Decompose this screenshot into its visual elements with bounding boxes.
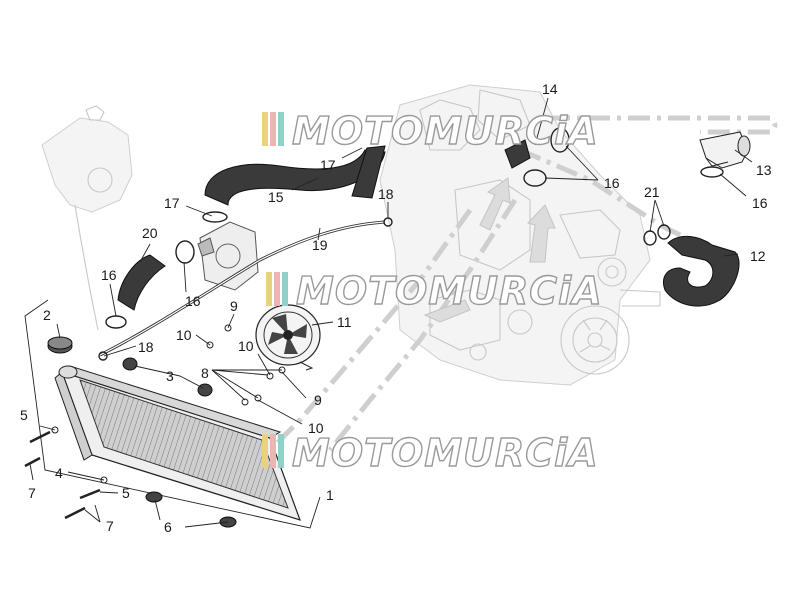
watermark-text-top: MOTOMURCiA <box>292 109 599 153</box>
callout-7b: 7 <box>106 518 114 534</box>
callout-13: 13 <box>756 162 772 178</box>
callout-16c: 16 <box>604 175 620 191</box>
callout-4: 4 <box>55 465 63 481</box>
callout-14: 14 <box>542 81 558 97</box>
callout-10a: 10 <box>176 327 192 343</box>
cooling-fan <box>255 304 321 371</box>
callout-3: 3 <box>166 368 174 384</box>
water-pump-cover <box>197 221 259 291</box>
hoses <box>117 139 740 311</box>
callout-5b: 5 <box>122 485 130 501</box>
watermark-bottom: MOTOMURCiA <box>262 430 599 476</box>
callouts: 1 2 3 4 5 5 6 7 7 8 9 9 10 10 10 11 12 1… <box>20 81 772 535</box>
callout-17a: 17 <box>320 157 336 173</box>
callout-16d: 16 <box>752 195 768 211</box>
flow-arrows <box>423 177 556 323</box>
callout-16a: 16 <box>101 267 117 283</box>
watermark-middle: MOTOMURCiA <box>266 268 603 314</box>
callout-6: 6 <box>164 519 172 535</box>
callout-21: 21 <box>644 184 660 200</box>
callout-11: 11 <box>337 314 352 330</box>
radiator-cap <box>47 336 73 354</box>
callout-15: 15 <box>268 189 284 205</box>
callout-7a: 7 <box>28 485 36 501</box>
callout-9b: 9 <box>314 392 322 408</box>
watermark-top: MOTOMURCiA <box>262 108 599 154</box>
callout-5a: 5 <box>20 407 28 423</box>
leader-lines <box>29 97 753 528</box>
callout-19: 19 <box>312 237 328 253</box>
callout-17b: 17 <box>164 195 180 211</box>
expansion-tank <box>41 105 133 331</box>
callout-2: 2 <box>43 307 51 323</box>
watermark-text-middle: MOTOMURCiA <box>296 269 603 313</box>
callout-10c: 10 <box>308 420 324 436</box>
callout-18b: 18 <box>378 186 394 202</box>
watermark-text-bottom: MOTOMURCiA <box>292 431 599 475</box>
callout-9a: 9 <box>230 298 238 314</box>
callout-20: 20 <box>142 225 158 241</box>
radiator <box>54 365 301 521</box>
radiator-outline <box>24 299 321 529</box>
thermostat-housing <box>699 131 751 169</box>
callout-16b: 16 <box>185 293 201 309</box>
callout-1: 1 <box>326 487 334 503</box>
callout-8: 8 <box>201 365 209 381</box>
fasteners <box>24 324 286 528</box>
callout-12: 12 <box>750 248 766 264</box>
callout-10b: 10 <box>238 338 254 354</box>
callout-18a: 18 <box>138 339 154 355</box>
